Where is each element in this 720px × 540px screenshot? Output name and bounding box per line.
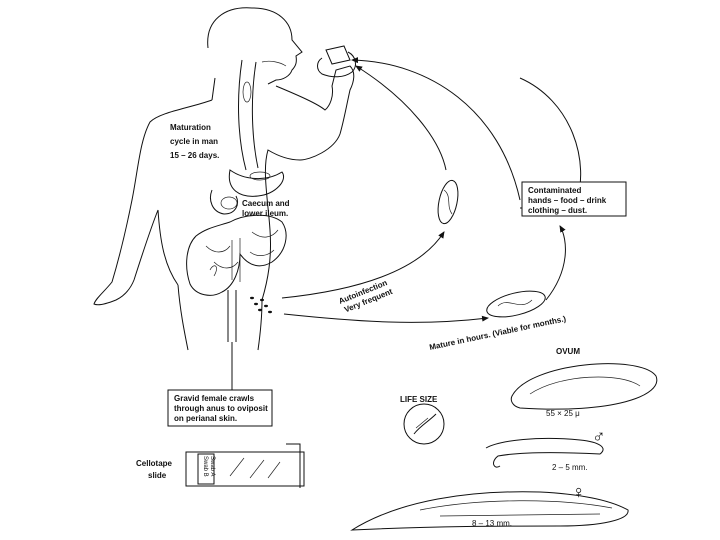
svg-text:Cellotape: Cellotape	[136, 459, 173, 468]
svg-text:Caecum and: Caecum and	[242, 199, 290, 208]
life-size: LIFE SIZE	[400, 395, 445, 445]
svg-text:lower ileum.: lower ileum.	[242, 209, 288, 218]
svg-text:slide: slide	[148, 471, 167, 480]
svg-text:2 – 5 mm.: 2 – 5 mm.	[552, 463, 588, 472]
svg-text:OVUM: OVUM	[556, 347, 580, 356]
maturation-label: Maturation cycle in man 15 – 26 days.	[170, 123, 219, 160]
female-worm: ♀ 8 – 13 mm.	[350, 482, 629, 531]
svg-text:cycle in man: cycle in man	[170, 137, 218, 146]
svg-text:clothing – dust.: clothing – dust.	[528, 206, 587, 215]
human-figure	[93, 7, 355, 351]
contaminated-box: Contaminated hands – food – drink clothi…	[521, 181, 627, 217]
svg-text:15 – 26 days.: 15 – 26 days.	[170, 151, 219, 160]
svg-text:♀: ♀	[572, 482, 586, 502]
perianal-eggs	[250, 296, 272, 314]
hand-with-cup-icon	[317, 45, 356, 78]
egg-icon	[437, 179, 459, 225]
svg-text:Contaminated: Contaminated	[528, 186, 581, 195]
mature-egg-icon	[486, 290, 546, 318]
svg-text:LIFE SIZE: LIFE SIZE	[400, 395, 438, 404]
ovum: OVUM 55 × 25 μ	[510, 347, 658, 418]
svg-text:Maturation: Maturation	[170, 123, 211, 132]
svg-text:Swab B: Swab B	[202, 456, 208, 477]
svg-text:55 × 25 μ: 55 × 25 μ	[546, 409, 580, 418]
svg-text:on perianal skin.: on perianal skin.	[174, 414, 237, 423]
svg-text:♂: ♂	[592, 426, 606, 446]
caecum-label: Caecum and lower ileum.	[242, 199, 290, 218]
svg-text:hands – food – drink: hands – food – drink	[528, 196, 607, 205]
svg-text:8 – 13 mm.: 8 – 13 mm.	[472, 519, 512, 528]
svg-text:Gravid female crawls: Gravid female crawls	[174, 394, 255, 403]
svg-text:Swab A: Swab A	[209, 456, 215, 476]
mature-label: Mature in hours. (Viable for months.)	[429, 314, 568, 352]
svg-text:Mature in hours. (Viable for m: Mature in hours. (Viable for months.)	[429, 314, 568, 352]
male-worm: ♂ 2 – 5 mm.	[485, 426, 606, 472]
cellotape-label: Cellotape slide	[136, 459, 173, 480]
cellotape-slide: Swab B Swab A	[185, 443, 305, 488]
gravid-box: Gravid female crawls through anus to ovi…	[167, 389, 273, 427]
svg-text:through anus to oviposit: through anus to oviposit	[174, 404, 268, 413]
autoinfection-label: Autoinfection Very frequent	[337, 278, 394, 314]
